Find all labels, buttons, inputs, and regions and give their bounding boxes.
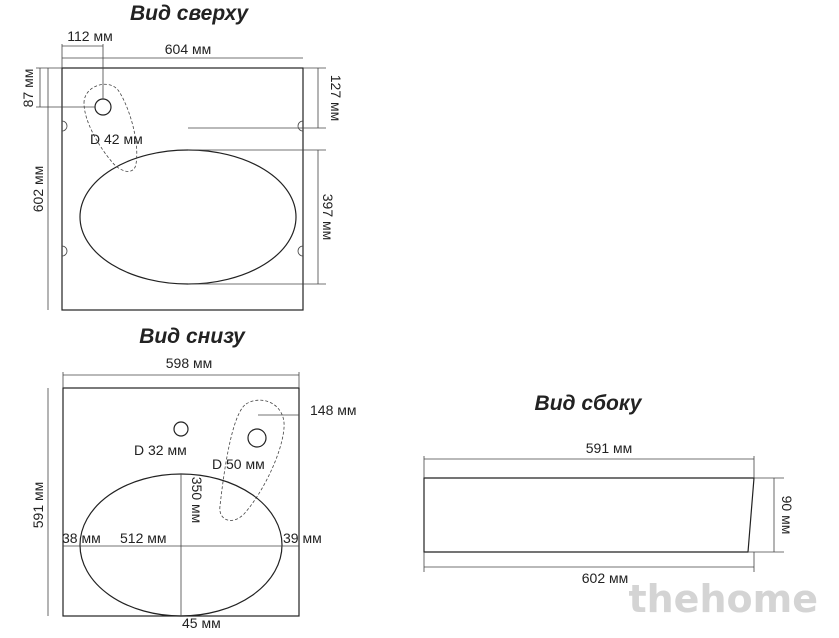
dim-left-margin: 38 мм (62, 530, 101, 546)
dim-right-offset: 127 мм (328, 75, 344, 122)
bowl-outline (79, 149, 297, 285)
dim-bottom-margin: 45 мм (182, 615, 221, 631)
dim-top-width: 591 мм (586, 440, 633, 456)
mount-notch (297, 120, 304, 132)
dim-width: 598 мм (166, 355, 213, 371)
dim-depth: 602 мм (30, 166, 46, 213)
top-view-title: Вид сверху (130, 2, 249, 25)
dim-width: 604 мм (165, 41, 212, 57)
dim-tap-offset-y: 87 мм (20, 69, 36, 108)
dim-height: 90 мм (779, 496, 795, 535)
side-view-title: Вид сбоку (535, 392, 643, 415)
dim-bottom-width: 602 мм (582, 570, 629, 586)
top-view: Вид сверху 112 мм 604 мм 87 мм D 42 мм 6… (20, 2, 344, 311)
dim-right-margin: 39 мм (283, 530, 322, 546)
tap-deck-outline (219, 399, 285, 521)
tap-deck-outline (83, 83, 138, 172)
tap-hole (94, 98, 112, 116)
mount-notch (297, 245, 304, 257)
tap-hole (247, 428, 267, 448)
watermark-logo: thehome (628, 577, 818, 621)
side-view: Вид сбоку 591 мм 90 мм 602 мм (423, 392, 795, 586)
mount-notch (61, 245, 68, 257)
dim-bowl-width: 512 мм (120, 530, 167, 546)
dim-tap-offset: 148 мм (310, 402, 357, 418)
bottom-view-title: Вид снизу (139, 325, 246, 348)
label-tap-hole: D 50 мм (212, 456, 265, 472)
label-tap-hole: D 42 мм (90, 131, 143, 147)
dim-bowl-length: 397 мм (320, 194, 336, 241)
side-view-outline (423, 477, 755, 553)
top-view-outline (61, 67, 304, 311)
drain-hole (173, 421, 189, 437)
label-drain-hole: D 32 мм (134, 442, 187, 458)
bottom-view: Вид снизу 598 мм 148 мм D 32 мм D 50 мм … (30, 325, 357, 631)
dim-tap-offset-x: 112 мм (67, 28, 112, 44)
mount-notch (61, 120, 68, 132)
dim-depth: 591 мм (30, 482, 46, 529)
dim-bowl-depth: 350 мм (189, 477, 205, 524)
